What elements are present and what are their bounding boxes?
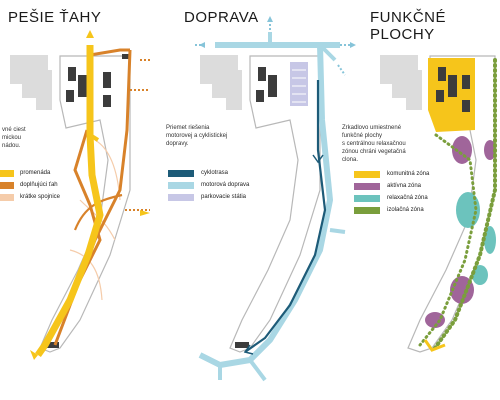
legend-swatch bbox=[0, 194, 14, 201]
cycle-route bbox=[244, 80, 327, 353]
motor-traffic-branches bbox=[218, 32, 346, 382]
legend-swatch bbox=[354, 207, 380, 214]
description-line: zónou chráni vegetačná bbox=[342, 149, 406, 155]
description-line: Priemet riešenia bbox=[166, 125, 210, 131]
pedestrian-map bbox=[10, 30, 150, 360]
legend-label: izolačná zóna bbox=[387, 207, 424, 213]
traffic-legend: cyklotrasa motorová doprava parkovacie s… bbox=[168, 170, 268, 210]
legend-label: parkovacie státia bbox=[201, 194, 247, 200]
description-line: mickou bbox=[2, 135, 22, 141]
description-line: clona. bbox=[342, 157, 359, 163]
promenade-route bbox=[35, 45, 104, 358]
pedestrian-description: vné ciest mickou nádou. bbox=[2, 126, 26, 150]
legend-swatch bbox=[0, 170, 14, 177]
context-building bbox=[200, 55, 242, 110]
description-line: vné ciest bbox=[2, 127, 26, 133]
functional-map bbox=[380, 55, 497, 353]
site-outline bbox=[229, 55, 321, 353]
isolation-zone bbox=[433, 58, 497, 350]
motor-traffic-route bbox=[198, 42, 340, 368]
description-line: dopravy. bbox=[166, 141, 189, 147]
parking-area bbox=[290, 62, 308, 106]
legend-swatch bbox=[354, 195, 380, 202]
legend-label: cyklotrasa bbox=[201, 170, 229, 176]
description-line: nádou. bbox=[2, 143, 21, 149]
traffic-map bbox=[195, 16, 356, 382]
functional-description: Zrkadlovo umiestnené funkčné plochy s ce… bbox=[342, 124, 406, 164]
functional-legend: komunitná zóna aktívna zóna relaxačná zó… bbox=[354, 171, 444, 221]
legend-label: krátke spojnice bbox=[20, 194, 61, 200]
legend-swatch bbox=[354, 171, 380, 178]
legend-label: komunitná zóna bbox=[387, 171, 430, 177]
pedestrian-legend: promenáda doplňujúci ťah krátke spojnice bbox=[0, 170, 80, 210]
panel-title-functional: FUNKČNÉ PLOCHY bbox=[370, 9, 447, 43]
description-line: s centrálnou relaxačnou bbox=[342, 141, 406, 147]
legend-label: promenáda bbox=[20, 170, 51, 176]
legend-label: doplňujúci ťah bbox=[20, 182, 58, 188]
traffic-description: Priemet riešenia motorovej a cyklisticke… bbox=[166, 124, 227, 148]
panel-title-pedestrian: PEŠIE ŤAHY bbox=[8, 9, 102, 26]
legend-label: relaxačná zóna bbox=[387, 195, 428, 201]
description-line: Zrkadlovo umiestnené bbox=[342, 125, 402, 131]
site-outline bbox=[39, 55, 131, 353]
context-building bbox=[10, 55, 52, 110]
relaxation-zone bbox=[456, 192, 480, 228]
legend-swatch bbox=[168, 170, 194, 177]
panel-title-traffic: DOPRAVA bbox=[184, 9, 259, 26]
description-line: funkčné plochy bbox=[342, 133, 383, 139]
context-building bbox=[380, 55, 422, 110]
promenade-arrow-icon bbox=[86, 30, 94, 38]
legend-swatch bbox=[168, 182, 194, 189]
legend-swatch bbox=[0, 182, 14, 189]
description-line: motorovej a cyklistickej bbox=[166, 133, 228, 139]
legend-swatch bbox=[168, 194, 194, 201]
legend-swatch bbox=[354, 183, 380, 190]
legend-label: aktívna zóna bbox=[387, 183, 422, 189]
active-zone bbox=[452, 136, 472, 164]
legend-label: motorová doprava bbox=[201, 182, 250, 188]
